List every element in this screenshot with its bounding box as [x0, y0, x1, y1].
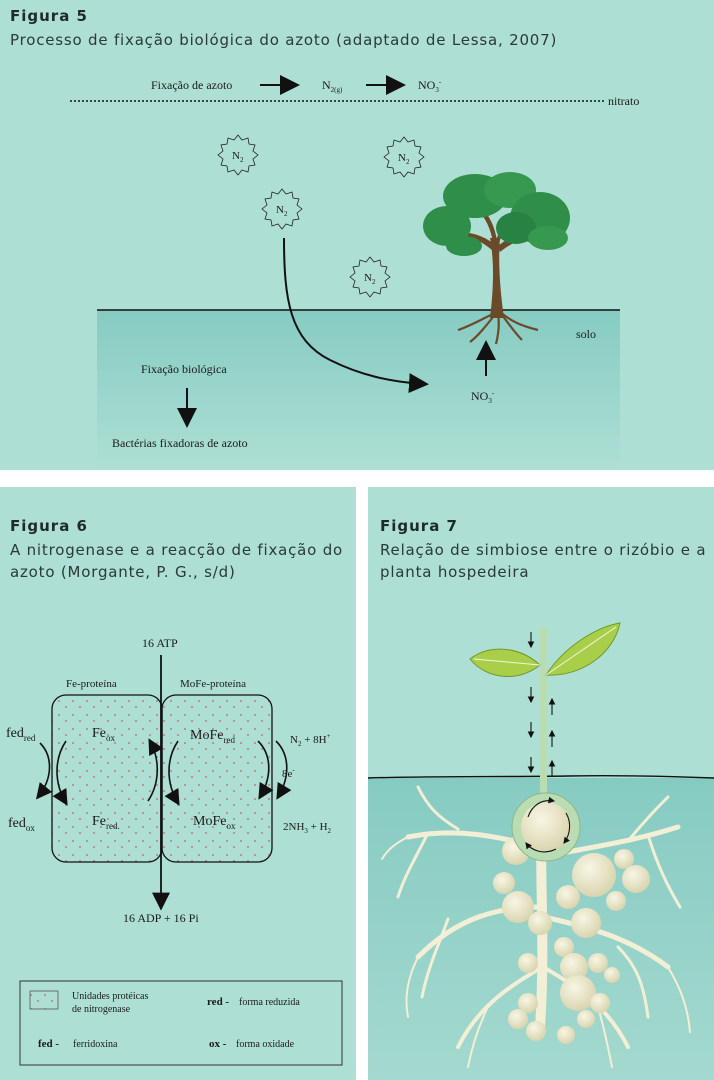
n2-molecule-1: N2: [217, 134, 259, 176]
mofe-ox-label: MoFeox: [193, 814, 236, 831]
legend-fed-key: fed -: [38, 1038, 59, 1050]
flow-arrows: [527, 632, 556, 777]
nitrogenase-diagram: 16 ATP Fe-proteína MoFe-proteína Feox Fe…: [6, 636, 343, 1066]
soil-area: [97, 310, 620, 470]
central-nodule: [511, 792, 581, 862]
figure-7-caption-line-2: planta hospedeira: [380, 563, 530, 581]
n2-molecule-2: N2: [383, 136, 425, 178]
mofe-cycle-arrow: [257, 740, 274, 800]
electron-transfer-arrow-up: [147, 738, 164, 802]
fed-cycle-arrow: [36, 742, 53, 800]
fixacao-de-azoto-label: Fixação de azoto: [151, 78, 232, 92]
figure-5-caption: Processo de fixação biológica do azoto (…: [10, 31, 558, 49]
n2-molecule-3: N2: [261, 188, 303, 230]
figure-6-panel: Figura 6 A nitrogenase e a reacção de fi…: [0, 487, 356, 1080]
svg-text:N2: N2: [364, 272, 376, 286]
mofe-proteina-label: MoFe-proteína: [180, 678, 246, 690]
fe-ox-label: Feox: [92, 726, 116, 743]
soil-no3-label: NO3-: [471, 389, 495, 405]
no3-label: NO3-: [418, 78, 442, 94]
electron-transfer-arrow-down: [164, 740, 180, 806]
fe-red-label: Fered.: [92, 814, 120, 831]
legend-dots-swatch: [29, 990, 59, 1010]
cycle-arrows: [525, 796, 571, 853]
fe-protein-box: [51, 694, 163, 863]
n2-reactant-label: N2 + 8H+: [290, 732, 331, 748]
legend-units-line-2: de nitrogenase: [72, 1004, 131, 1015]
figure-7-panel: Figura 7 Relação de simbiose entre o riz…: [368, 487, 714, 1080]
symbiosis-illustration: [368, 622, 714, 1080]
figure-5-panel: Figura 5 Processo de fixação biológica d…: [0, 0, 714, 470]
n2-molecule-4: N2: [349, 256, 391, 298]
mofe-protein-box: [161, 694, 273, 863]
adp-label: 16 ADP + 16 Pi: [123, 911, 199, 925]
legend: Unidades protéicas de nitrogenase red - …: [19, 980, 343, 1066]
fixation-curve-arrow: [283, 237, 429, 394]
tree-illustration: [423, 172, 570, 345]
figure-7-caption: Relação de simbiose entre o rizóbio e a …: [380, 539, 706, 583]
legend-ox-key: ox -: [209, 1038, 227, 1050]
figure-6-label: Figura 6: [10, 517, 88, 535]
leaf-right: [545, 622, 621, 676]
mofe-red-label: MoFered: [190, 728, 235, 745]
svg-text:N2: N2: [276, 204, 288, 218]
electrons-label: 8e-: [282, 766, 295, 780]
legend-red-key: red -: [207, 996, 229, 1008]
fe-proteina-label: Fe-proteína: [66, 678, 117, 690]
legend-ox-desc: forma oxidade: [236, 1039, 295, 1050]
n2g-label: N2(g): [322, 78, 343, 94]
bacterias-label: Bactérias fixadoras de azoto: [112, 436, 248, 450]
figure-6-caption: A nitrogenase e a reacção de fixação do …: [10, 539, 343, 583]
legend-fed-desc: ferridoxina: [73, 1039, 118, 1050]
fe-cycle-arrow: [52, 740, 68, 806]
root-nodules: [493, 837, 650, 1044]
n2-reduction-arrow: [275, 740, 292, 800]
soil-line: [368, 775, 714, 779]
legend-units-line-1: Unidades protéicas: [72, 991, 148, 1002]
solo-label: solo: [576, 327, 596, 341]
legend-red-desc: forma reduzida: [239, 997, 300, 1008]
ammonia-product-label: 2NH3 + H2: [283, 821, 332, 835]
leaf-left: [469, 648, 541, 677]
nitrogen-fixation-diagram: Fixação de azoto N2(g) NO3- nitrato solo…: [70, 75, 639, 470]
figure-5-label: Figura 5: [10, 7, 88, 25]
fixacao-biologica-label: Fixação biológica: [141, 362, 227, 376]
fed-ox-label: fedox: [8, 816, 35, 833]
plant-stem: [540, 627, 547, 802]
figure-7-label: Figura 7: [380, 517, 458, 535]
nitrato-label: nitrato: [608, 94, 639, 108]
svg-text:N2: N2: [398, 152, 410, 166]
figure-7-caption-line-1: Relação de simbiose entre o rizóbio e a: [380, 541, 707, 559]
figure-6-caption-line-1: A nitrogenase e a reacção de fixação do: [10, 541, 344, 559]
figure-6-caption-line-2: azoto (Morgante, P. G., s/d): [10, 563, 236, 581]
svg-text:N2: N2: [232, 150, 244, 164]
fed-red-label: fedred: [6, 726, 36, 743]
atp-label: 16 ATP: [142, 636, 178, 650]
